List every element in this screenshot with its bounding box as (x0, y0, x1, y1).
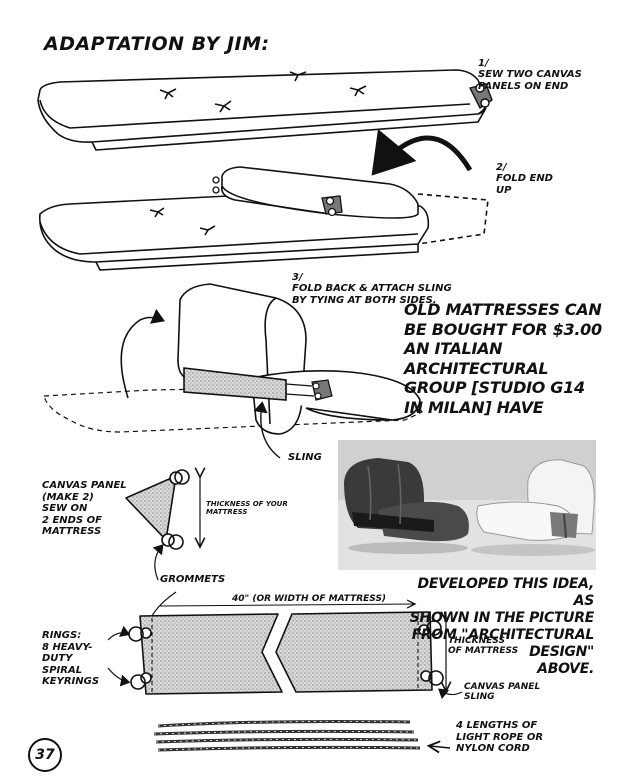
step-3-number: 3/ (292, 271, 303, 283)
chairs-photo (338, 440, 596, 570)
rings-leader-1 (107, 625, 131, 641)
step-2-label: 2/ FOLD END UP (496, 150, 553, 196)
arrow-to-sling (253, 401, 281, 459)
thickness-your-label: THICKNESS OF YOUR MATTRESS (206, 500, 288, 517)
grommet-end-step1 (468, 83, 493, 110)
page-number: 37 (28, 738, 62, 772)
rope-texture (153, 721, 421, 751)
chair-ties (285, 379, 333, 401)
rope-label: 4 LENGTHS OF LIGHT ROPE OR NYLON CORD (456, 720, 544, 754)
arrow-to-chair (120, 308, 165, 399)
dark-chair (344, 458, 469, 554)
canvas-sling-panel (128, 611, 444, 695)
width-label: 40" (OR WIDTH OF MATTRESS) (232, 594, 387, 604)
grommet-end-step2 (212, 176, 343, 217)
step-3-label: 3/ FOLD BACK & ATTACH SLING BY TYING AT … (292, 260, 452, 306)
ropes (153, 720, 421, 752)
rings-leader-2 (107, 667, 131, 687)
sling-band (183, 367, 287, 401)
sling-leader (438, 688, 463, 700)
fold-arrow-step2 (371, 128, 473, 176)
thickness-mattress-label: THICKNESS OF MATTRESS (448, 636, 519, 657)
mattress-step2 (38, 166, 489, 271)
grommets-label: GROMMETS (160, 574, 226, 585)
grommet-leader (152, 544, 164, 581)
step-3-text: FOLD BACK & ATTACH SLING BY TYING AT BOT… (292, 283, 452, 306)
canvas-sling-label: CANVAS PANEL SLING (464, 682, 541, 703)
chair-step3 (43, 283, 423, 435)
rings-label: RINGS: 8 HEAVY- DUTY SPIRAL KEYRINGS (42, 630, 100, 687)
mattress-note: OLD MATTRESSES CAN BE BOUGHT FOR $3.00 A… (404, 300, 602, 417)
page-title: ADAPTATION BY JIM: (44, 33, 270, 55)
step-1-text: SEW TWO CANVAS PANELS ON END (478, 69, 582, 92)
step-2-number: 2/ (496, 161, 507, 173)
width-dimension (159, 604, 414, 606)
developed-note: DEVELOPED THIS IDEA, AS SHOWN IN THE PIC… (409, 576, 595, 678)
canvas-panel-label: CANVAS PANEL (MAKE 2) SEW ON 2 ENDS OF M… (42, 480, 127, 537)
sling-label: SLING (288, 452, 322, 463)
canvas-panel-triangle (125, 469, 190, 550)
step-2-text: FOLD END UP (496, 173, 553, 196)
light-chair (471, 459, 595, 556)
step-1-label: 1/ SEW TWO CANVAS PANELS ON END (478, 46, 582, 92)
step-1-number: 1/ (478, 57, 489, 69)
rope-arrow (430, 746, 451, 748)
